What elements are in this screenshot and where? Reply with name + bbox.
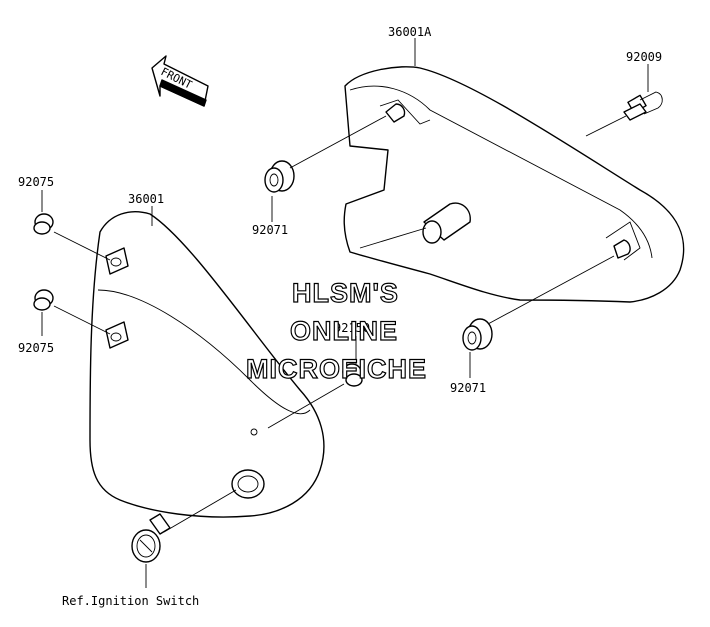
- grommet-92071-right: [462, 318, 493, 351]
- label-36001A: 36001A: [388, 25, 432, 39]
- watermark-line-1: HLSM'S: [292, 278, 399, 308]
- watermark-line-2: ONLINE: [290, 316, 398, 346]
- grommet-92075-top: [33, 213, 54, 235]
- side-cover-left: [89, 211, 325, 518]
- label-92009: 92009: [626, 50, 662, 64]
- label-36001: 36001: [128, 192, 164, 206]
- side-cover-right: [343, 66, 685, 303]
- lock-hole: [231, 469, 265, 499]
- label-92071-left: 92071: [252, 223, 288, 237]
- center-boss: [422, 202, 471, 244]
- label-92150: 92150: [334, 321, 370, 335]
- leader-lines: [41, 38, 649, 588]
- label-92071-right: 92071: [450, 381, 486, 395]
- grommet-92075-bottom: [33, 289, 54, 311]
- cover-boss-lower: [105, 321, 129, 349]
- grommet-92071-left: [264, 160, 295, 193]
- label-92075-top: 92075: [18, 175, 54, 189]
- front-arrow: FRONT: [151, 55, 209, 107]
- label-ref-ignition-switch: Ref.Ignition Switch: [62, 594, 199, 608]
- grommet-92150: [342, 363, 363, 387]
- bolt-92009: [623, 91, 663, 121]
- watermark-line-3: MICROFICHE: [246, 354, 427, 384]
- cover-boss-upper: [105, 247, 129, 275]
- label-92075-bottom: 92075: [18, 341, 54, 355]
- watermark: HLSM'S ONLINE MICROFICHE: [245, 277, 427, 384]
- key-lock: [131, 513, 171, 563]
